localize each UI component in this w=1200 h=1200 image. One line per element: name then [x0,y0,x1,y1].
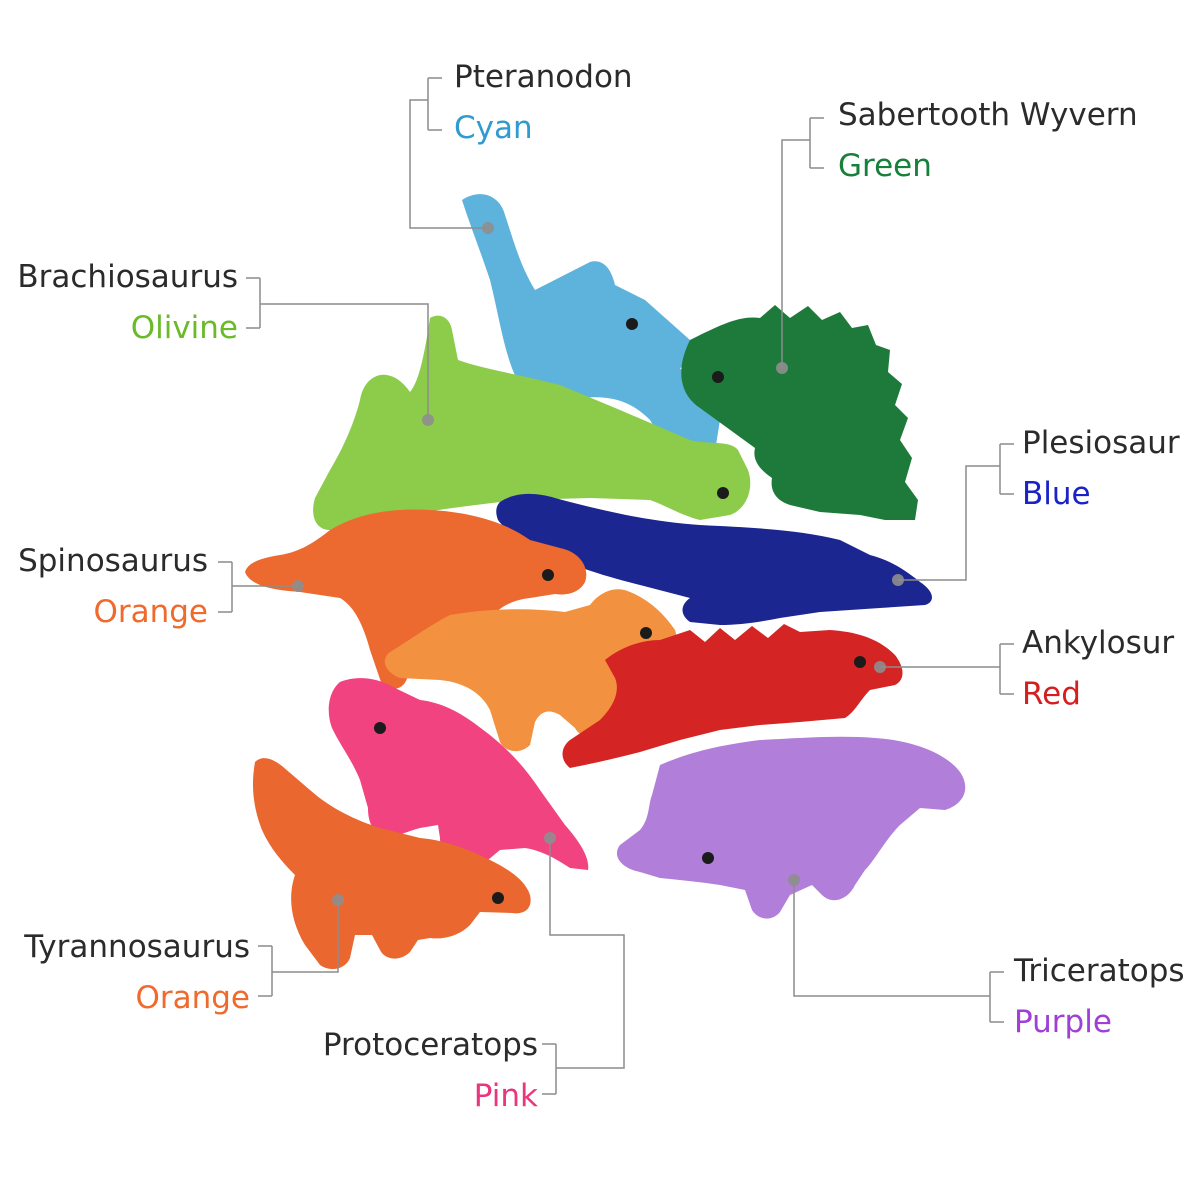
plesiosaur-piece [496,493,932,625]
label-sabertooth-color: Green [838,148,932,184]
label-spinosaurus-color: Orange [93,594,208,630]
sabertooth-wyvern-piece [681,305,918,520]
triceratops-piece [616,736,966,919]
brachiosaurus-eye-hole [717,487,729,499]
triceratops-connector [793,880,1004,1023]
spinosaurus-connector [218,561,298,613]
tyrannosaurus-eye-hole [492,892,504,904]
label-plesiosaur-color: Blue [1022,476,1091,512]
triceratops-eye-hole [702,852,714,864]
sabertooth-eye-hole [712,371,724,383]
label-triceratops: Triceratops Purple [1014,956,1185,1038]
pteranodon-connector [409,77,488,229]
pteranodon-piece [462,194,720,479]
label-sabertooth-wyvern: Sabertooth Wyvern Green [838,100,1138,182]
label-protoceratops-name: Protoceratops [322,1027,538,1063]
label-brachiosaurus: Brachiosaurus Olivine [17,262,238,344]
tyrannosaurus-piece [252,758,531,970]
protoceratops-connector [542,838,625,1095]
label-pteranodon: Pteranodon Cyan [454,62,633,144]
label-sabertooth-name: Sabertooth Wyvern [838,97,1138,133]
label-triceratops-color: Purple [1014,1004,1112,1040]
brachiosaurus-piece [313,315,751,530]
label-ankylosur-name: Ankylosur [1022,625,1175,661]
label-ankylosur: Ankylosur Red [1022,628,1174,710]
label-brachiosaurus-color: Olivine [130,310,238,346]
spinosaurus-dot [292,580,304,592]
label-plesiosaur-name: Plesiosaur [1022,425,1180,461]
label-protoceratops: Protoceratops Pink [323,1030,538,1112]
ankylosur-piece [562,624,903,768]
spinosaurus-piece [245,509,587,689]
pteranodon-eye-hole [626,318,638,330]
tyrannosaurus-connector [258,900,339,997]
triceratops-dot [788,874,800,886]
label-tyrannosaurus: Tyrannosaurus Orange [24,932,250,1014]
light-orange-eye-hole [640,627,652,639]
ankylosur-connector [880,643,1014,695]
sabertooth-connector [781,117,824,368]
plesiosaur-connector [898,443,1014,581]
light-orange-piece [384,589,677,752]
plesiosaur-dot [892,574,904,586]
protoceratops-eye-hole [374,722,386,734]
spinosaurus-eye-hole [542,569,554,581]
label-spinosaurus: Spinosaurus Orange [18,546,208,628]
protoceratops-piece [328,678,589,870]
brachiosaurus-dot [422,414,434,426]
label-plesiosaur: Plesiosaur Blue [1022,428,1180,510]
label-protoceratops-color: Pink [473,1078,538,1114]
label-triceratops-name: Triceratops [1014,953,1185,989]
ankylosur-dot [874,661,886,673]
sabertooth-dot [776,362,788,374]
label-pteranodon-name: Pteranodon [454,59,633,95]
brachiosaurus-connector [246,277,429,420]
label-brachiosaurus-name: Brachiosaurus [17,259,238,295]
tyrannosaurus-dot [332,894,344,906]
protoceratops-dot [544,832,556,844]
label-tyrannosaurus-name: Tyrannosaurus [24,929,250,965]
pteranodon-dot [482,222,494,234]
label-tyrannosaurus-color: Orange [135,980,250,1016]
label-ankylosur-color: Red [1022,676,1081,712]
label-spinosaurus-name: Spinosaurus [18,543,208,579]
ankylosur-eye-hole [854,656,866,668]
label-pteranodon-color: Cyan [454,110,533,146]
